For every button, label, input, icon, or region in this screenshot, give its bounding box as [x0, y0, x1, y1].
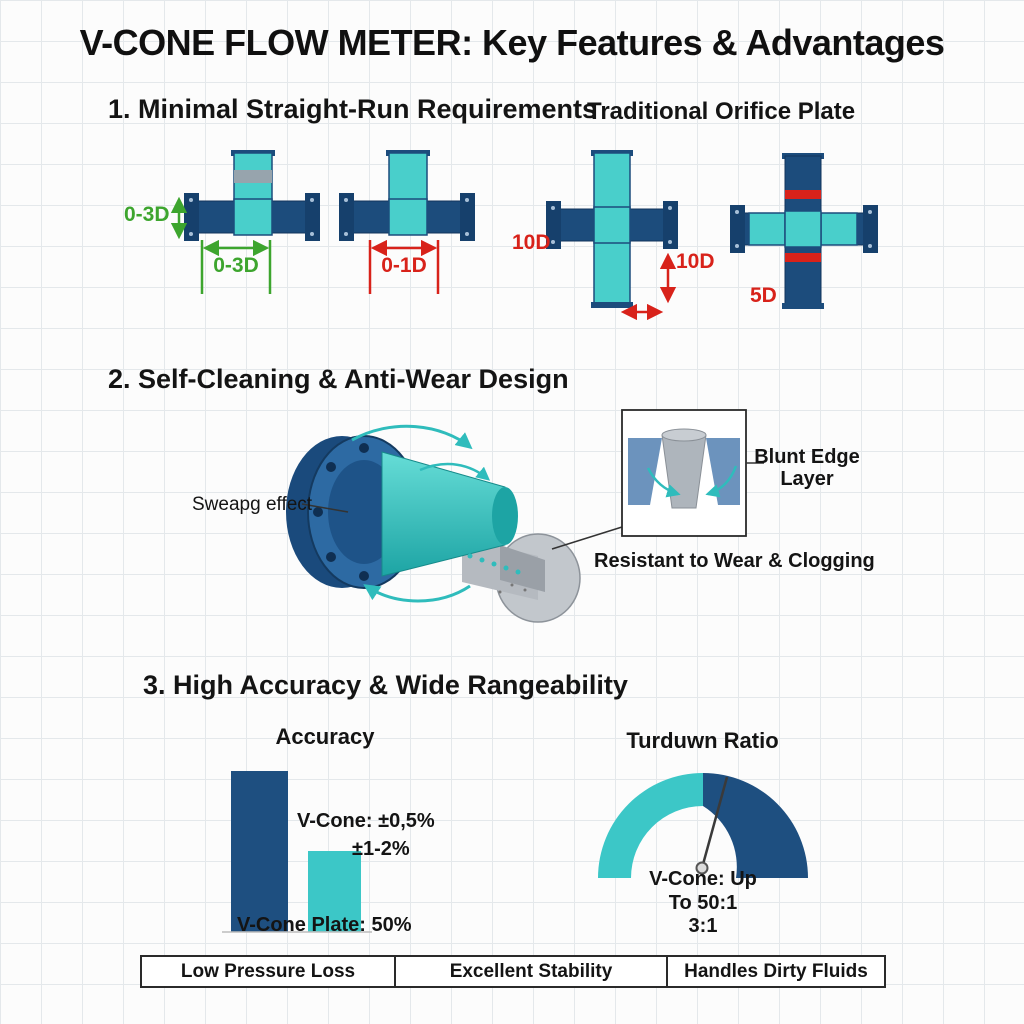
blunt-edge-label-line1: Blunt Edge — [754, 446, 860, 468]
vcone-meter-illustration — [286, 424, 623, 623]
section2-heading: 2. Self-Cleaning & Anti-Wear Design — [108, 364, 569, 394]
pipe-diagram-orifice-2 — [730, 153, 878, 309]
turndown-line3: 3:1 — [688, 915, 718, 937]
dim-label-left-vertical: 0-3D — [124, 203, 170, 226]
advantages-footer-bar: Low Pressure Loss Excellent Stability Ha… — [140, 955, 886, 988]
turndown-gauge-title: Turduwn Ratio — [626, 728, 779, 753]
section1-heading: 1. Minimal Straight-Run Requirements — [108, 94, 598, 124]
blunt-edge-label-line2: Layer — [780, 468, 834, 490]
sweep-effect-label: Sweapg effect — [192, 494, 313, 515]
turndown-line1: V-Cone: Up — [649, 868, 757, 890]
accuracy-chart-title: Accuracy — [275, 724, 375, 749]
dim-label-orifice-5d: 5D — [750, 284, 777, 307]
blunt-edge-inset — [621, 409, 764, 537]
section3-heading: 3. High Accuracy & Wide Rangeability — [143, 670, 628, 700]
dim-label-orifice-downstream: 10D — [676, 250, 715, 273]
dim-label-vcone2: 0-1D — [381, 254, 427, 277]
footer-item-handles-dirty-fluids: Handles Dirty Fluids — [666, 957, 884, 986]
footer-item-excellent-stability: Excellent Stability — [394, 957, 666, 986]
pipe-diagram-orifice-1 — [546, 150, 678, 321]
dim-label-orifice-upstream: 10D — [512, 231, 551, 254]
page-title: V-CONE FLOW METER: Key Features & Advant… — [79, 22, 945, 63]
resistant-label: Resistant to Wear & Clogging — [594, 550, 875, 572]
blunt-edge-label: Blunt Edge Layer — [752, 446, 862, 490]
accuracy-bottom-label: V-Cone Plate: 50% — [237, 914, 412, 936]
accuracy-orifice-label: ±1-2% — [352, 838, 410, 860]
turndown-line2: To 50:1 — [668, 892, 738, 914]
dim-label-vcone1: 0-3D — [213, 254, 259, 277]
accuracy-vcone-label: V-Cone: ±0,5% — [297, 810, 435, 832]
pipe-diagram-vcone-short-run — [170, 150, 320, 294]
accuracy-bar-chart — [222, 771, 372, 933]
section1-right-heading: Traditional Orifice Plate — [587, 98, 856, 125]
turndown-gauge — [598, 773, 808, 878]
pipe-diagram-vcone-shorter-run — [339, 150, 475, 294]
footer-item-low-pressure-loss: Low Pressure Loss — [180, 960, 356, 982]
